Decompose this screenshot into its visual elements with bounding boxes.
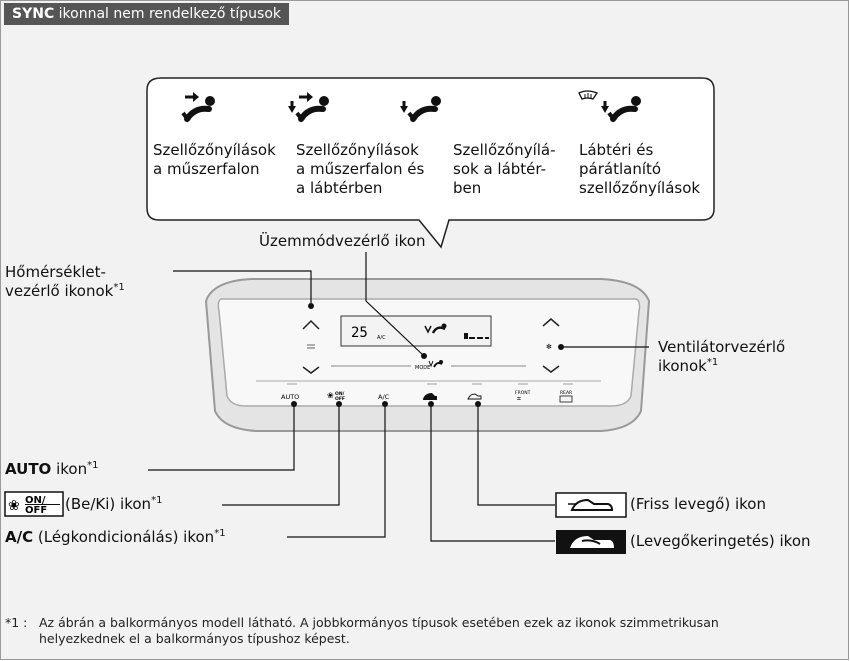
header-tab: SYNC ikonnal nem rendelkező típusok: [4, 3, 289, 25]
vent-panel-floor-icon: [288, 92, 329, 123]
fan-down-arrow: [542, 365, 560, 373]
mode-label-floor: Szellőzőnyílá-sok a lábtér-ben: [453, 141, 556, 197]
panel-rear-label: REAR: [560, 390, 572, 396]
onoff-icon-box: ❀ ON/ OFF: [4, 491, 64, 517]
panel-front-label: FRONT: [515, 390, 531, 396]
svg-text:❀: ❀: [327, 391, 334, 400]
panel-fan-icon: ✻: [546, 343, 552, 351]
panel-onoff-icon: ❀ ON/ OFF: [327, 391, 345, 402]
lcd-mode-icon: [424, 323, 447, 334]
fan-up-arrow: [542, 318, 560, 327]
recirculation-label: (Levegőkeringetés) ikon: [630, 532, 811, 550]
lcd-display: [340, 315, 492, 347]
leader-dots: [291, 303, 564, 407]
svg-text:OFF: OFF: [335, 396, 345, 402]
indicator-leds: [287, 383, 573, 385]
footnote: *1 :Az ábrán a balkormányos modell látha…: [5, 615, 719, 646]
svg-text:ON/: ON/: [25, 495, 46, 506]
svg-text:❀: ❀: [8, 498, 20, 514]
lcd-ac-label: A/C: [377, 335, 386, 341]
temp-up-arrow: [302, 319, 320, 330]
panel-mode-icon: [428, 360, 443, 368]
svg-text:ON/: ON/: [335, 391, 345, 397]
svg-text:OFF: OFF: [25, 505, 47, 516]
panel-recirc-icon: [423, 393, 437, 400]
lcd-temperature: 25: [351, 325, 368, 341]
panel-auto-label: AUTO: [281, 393, 299, 401]
leader-lines: [148, 252, 649, 542]
panel-rear-icon: [559, 395, 573, 403]
temp-control-label: Hőmérséklet-vezérlő ikonok*1: [5, 263, 125, 300]
fresh-air-icon-box: [555, 492, 627, 518]
onoff-icon-label: (Be/Ki) ikon*1: [65, 495, 163, 513]
vent-floor-icon: [400, 96, 441, 123]
ac-icon-label: A/C (Légkondicionálás) ikon*1: [5, 528, 226, 546]
recirculation-icon-box: [556, 530, 626, 554]
lcd-fan-bars: [464, 333, 489, 339]
panel-ac-label: A/C: [378, 393, 390, 401]
vent-panel-icon: [181, 92, 215, 123]
fresh-air-label: (Friss levegő) ikon: [630, 495, 766, 513]
mode-callout-bubble: [146, 77, 715, 249]
auto-icon-label: AUTO ikon*1: [5, 460, 99, 478]
panel-front-icon: ⌗: [517, 395, 521, 403]
mode-control-label: Üzemmódvezérlő ikon: [259, 232, 426, 250]
panel-fresh-air-icon: [467, 393, 482, 400]
control-panel-bezel: [217, 298, 641, 407]
vent-floor-defrost-icon: [578, 90, 641, 123]
temp-down-arrow: [302, 366, 320, 374]
panel-mode-label: MODE: [415, 365, 430, 371]
